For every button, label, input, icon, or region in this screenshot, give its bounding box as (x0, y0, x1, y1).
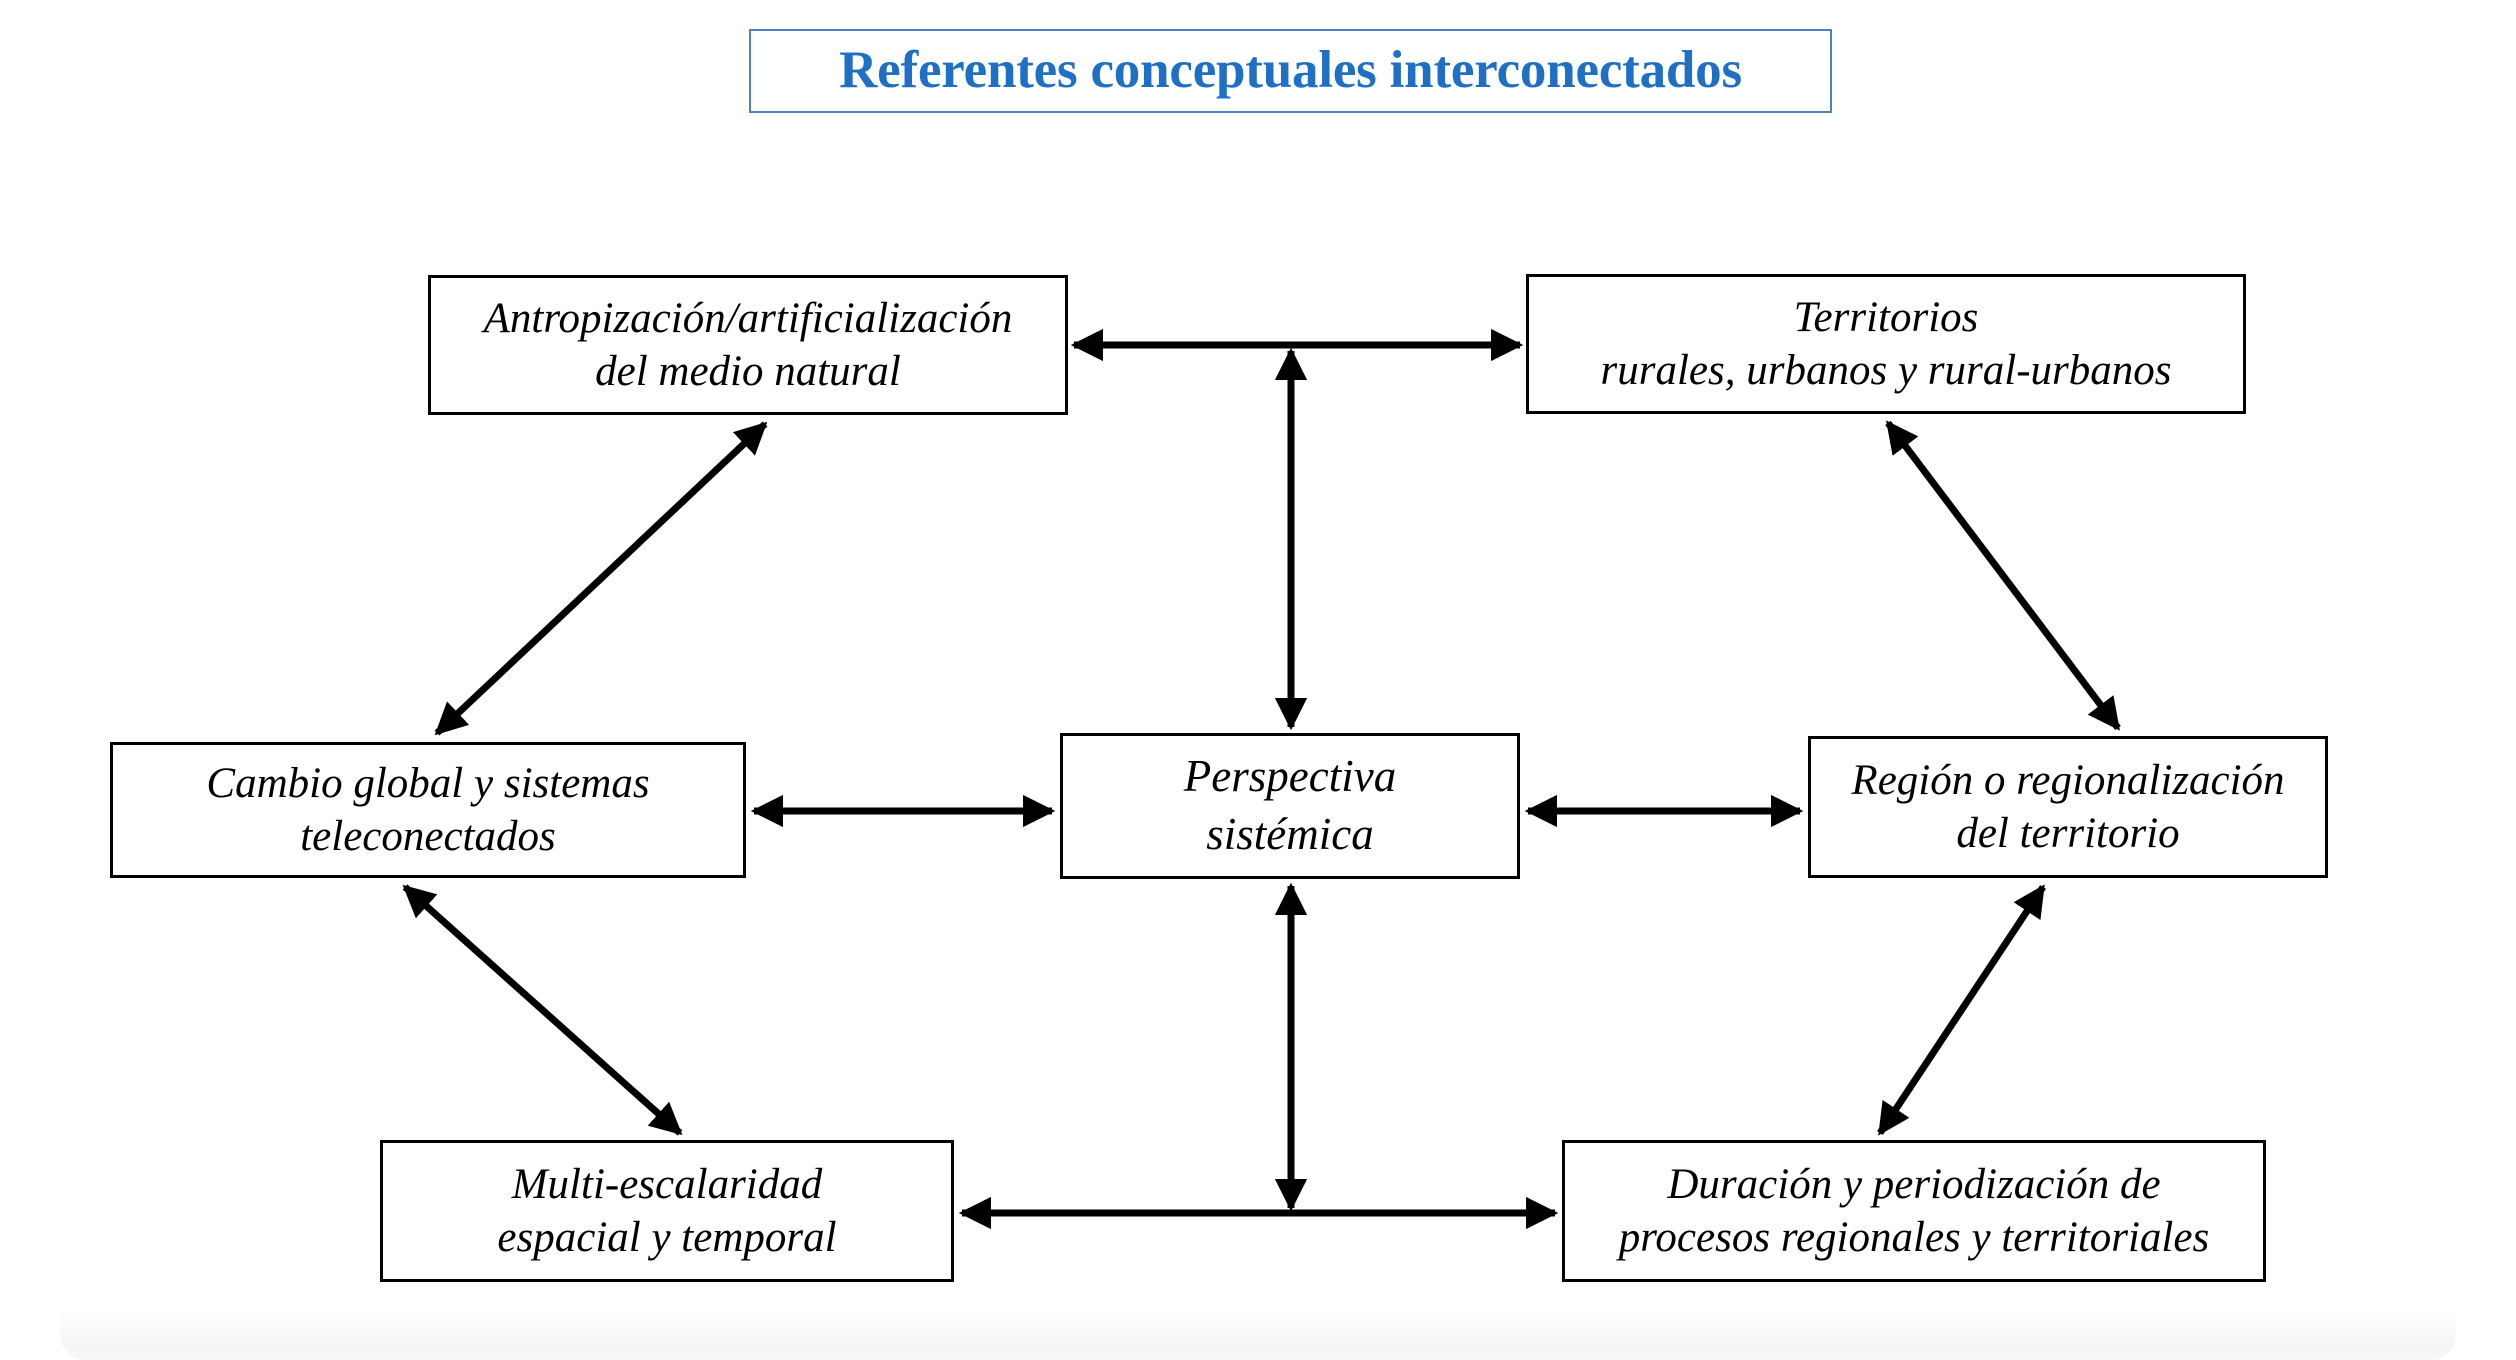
node-perspectiva-sistemica: Perspectiva sistémica (1060, 733, 1520, 879)
node-region: Región o regionalización del territorio (1808, 736, 2328, 878)
connector-region-duracion (1877, 884, 2046, 1136)
node-perspectiva-sistemica-label: Perspectiva sistémica (1183, 751, 1397, 859)
node-antropizacion-label: Antropización/artificialización del medi… (483, 294, 1013, 395)
node-multi-escalaridad-label: Multi-escalaridad espacial y temporal (497, 1160, 837, 1261)
node-multi-escalaridad: Multi-escalaridad espacial y temporal (380, 1140, 954, 1282)
connector-antropizacion-cambio-global (434, 421, 768, 736)
node-duracion: Duración y periodización de procesos reg… (1562, 1140, 2266, 1282)
node-cambio-global-label: Cambio global y sistemas teleconectados (206, 759, 650, 860)
connector-territorios-region (1885, 420, 2121, 731)
node-antropizacion: Antropización/artificialización del medi… (428, 275, 1068, 415)
page-title: Referentes conceptuales interconectados (839, 41, 1742, 100)
node-cambio-global: Cambio global y sistemas teleconectados (110, 742, 746, 878)
connector-cambio-global-multi-escalaridad (402, 884, 683, 1136)
slide-title-box: Referentes conceptuales interconectados (749, 29, 1832, 113)
node-region-label: Región o regionalización del territorio (1851, 756, 2285, 857)
node-territorios-label: Territorios rurales, urbanos y rural-urb… (1600, 293, 2172, 394)
node-duracion-label: Duración y periodización de procesos reg… (1618, 1160, 2210, 1261)
node-territorios: Territorios rurales, urbanos y rural-urb… (1526, 274, 2246, 414)
